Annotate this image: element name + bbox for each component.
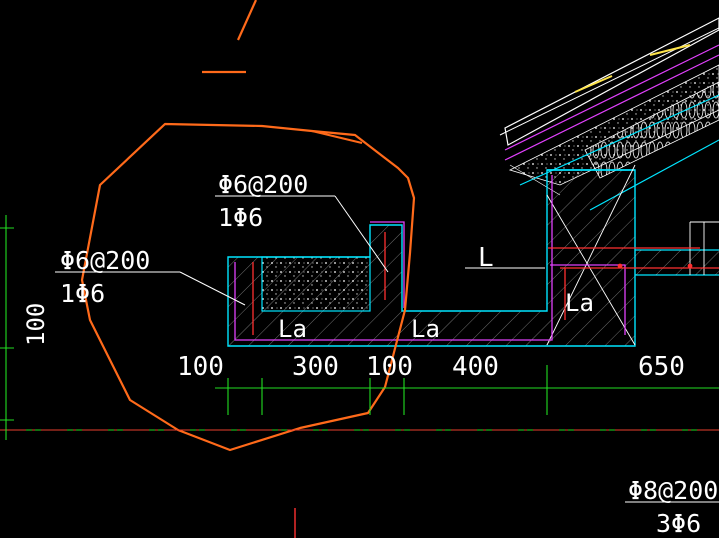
dimension-text-1: 100 — [177, 352, 224, 382]
callout-left-spacing: Φ6@200 — [60, 246, 150, 275]
highlight-circle — [80, 0, 416, 452]
label-la-1: La — [278, 315, 307, 343]
callout-right-spacing: Φ8@200 — [628, 476, 718, 505]
callout-left-count: 1Φ6 — [60, 279, 105, 308]
dimension-text-5: 650 — [638, 352, 685, 382]
concrete-section — [227, 164, 719, 347]
label-la-2: La — [411, 315, 440, 343]
annotation-texts: Φ6@200 1Φ6 Φ6@200 1Φ6 Φ8@200 3Φ6 L La La… — [22, 170, 718, 538]
dimension-text-3: 100 — [366, 352, 413, 382]
leader-lines — [55, 195, 719, 503]
label-la-3: La — [565, 289, 594, 317]
label-l: L — [478, 243, 494, 273]
callout-right-count: 3Φ6 — [656, 509, 701, 538]
dimension-text-2: 300 — [292, 352, 339, 382]
side-dimension-text: 100 — [22, 303, 50, 346]
rebar-lines — [234, 175, 719, 341]
dimension-lines — [0, 215, 719, 538]
dimension-text-4: 400 — [452, 352, 499, 382]
callout-top-spacing: Φ6@200 — [218, 170, 308, 199]
callout-top-count: 1Φ6 — [218, 203, 263, 232]
